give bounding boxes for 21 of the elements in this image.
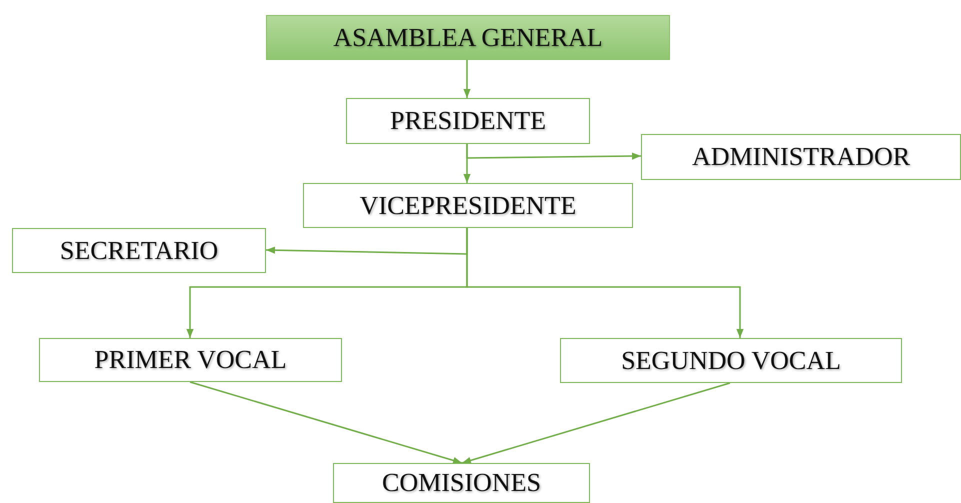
arrow <box>463 60 471 98</box>
role-box <box>560 338 902 383</box>
arrow <box>462 382 730 464</box>
role-title: SECRETARIO <box>60 236 218 266</box>
role-box <box>346 98 590 144</box>
role-title: VICEPRESIDENTE <box>360 190 576 220</box>
role-box <box>303 183 633 228</box>
role-title: ADMINISTRADOR <box>692 142 910 172</box>
role-box <box>12 228 266 273</box>
role-title: PRESIDENTE <box>390 106 546 136</box>
role-title: ASAMBLEA GENERAL <box>333 22 603 52</box>
arrow <box>190 381 462 464</box>
role-title: COMISIONES <box>382 468 541 498</box>
role-title: SEGUNDO VOCAL <box>621 346 841 376</box>
role-box <box>641 134 961 180</box>
role-title: PRIMER VOCAL <box>94 345 287 375</box>
role-box <box>333 463 590 503</box>
arrow <box>466 144 641 160</box>
header-box <box>266 15 670 60</box>
arrow <box>466 228 744 338</box>
role-box <box>39 338 342 382</box>
